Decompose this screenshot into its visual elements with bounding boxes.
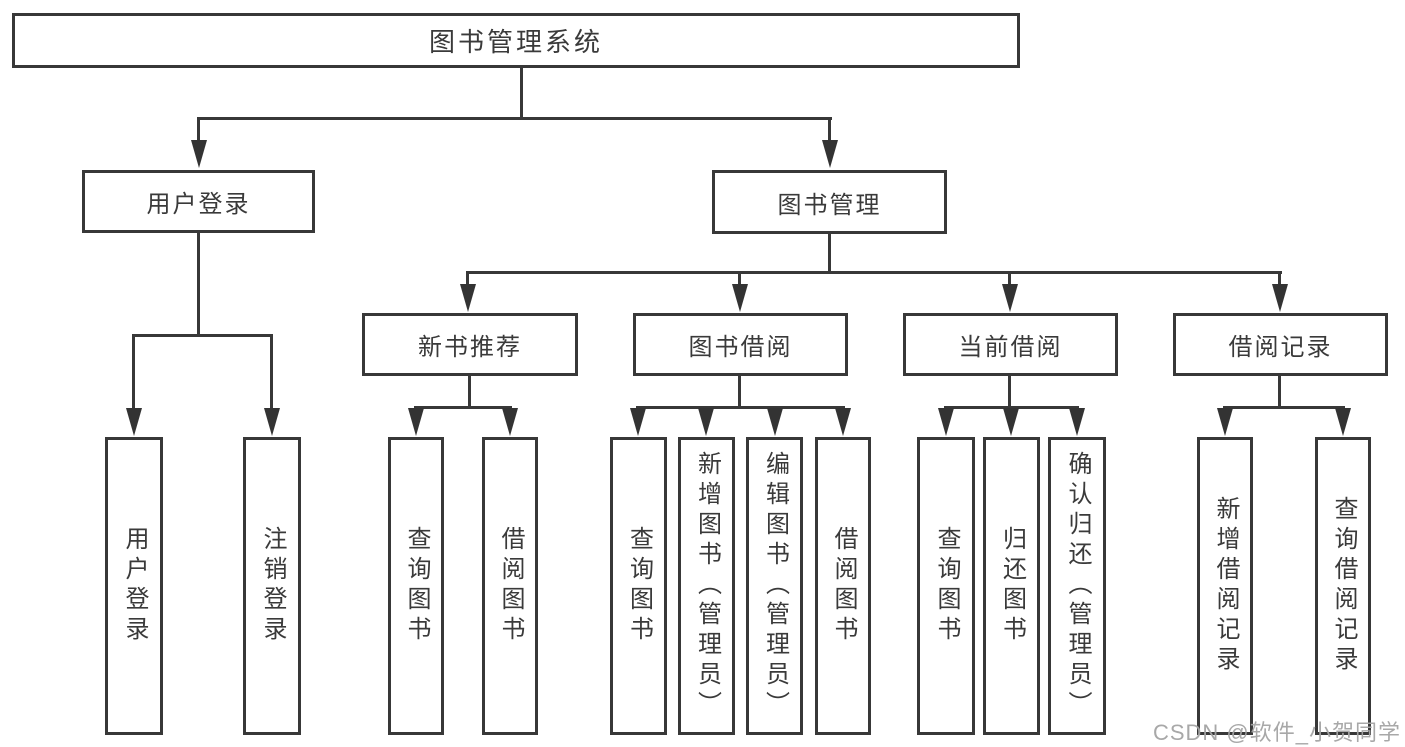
- leaf-query-books-recommend: 查询图书: [388, 437, 444, 735]
- connector-hline: [944, 406, 1079, 409]
- node-root-library-system: 图书管理系统: [12, 13, 1020, 68]
- arrow-down-icon: [408, 408, 424, 436]
- connector-vline: [1008, 271, 1011, 286]
- connector-hline: [1223, 406, 1345, 409]
- leaf-return-book: 归还图书: [983, 437, 1040, 735]
- leaf-label: 借阅图书: [830, 526, 857, 646]
- node-label: 新书推荐: [418, 334, 522, 361]
- arrow-down-icon: [1217, 408, 1233, 436]
- connector-hline: [414, 406, 512, 409]
- leaf-label: 新增图书（管理员）: [693, 451, 721, 721]
- connector-vline: [270, 334, 273, 410]
- node-book-borrow: 图书借阅: [633, 313, 848, 376]
- connector-hline: [466, 271, 1282, 274]
- connector-vline: [1008, 376, 1011, 408]
- leaf-confirm-return-admin: 确认归还（管理员）: [1048, 437, 1106, 735]
- arrow-down-icon: [264, 408, 280, 436]
- arrow-down-icon: [822, 140, 838, 168]
- node-user-login: 用户登录: [82, 170, 315, 233]
- arrow-down-icon: [1002, 284, 1018, 312]
- arrow-down-icon: [767, 408, 783, 436]
- leaf-label: 借阅图书: [497, 526, 524, 646]
- arrow-down-icon: [835, 408, 851, 436]
- node-label: 用户登录: [146, 191, 251, 218]
- node-label: 图书管理系统: [428, 27, 603, 57]
- arrow-down-icon: [698, 408, 714, 436]
- connector-vline: [738, 376, 741, 408]
- arrow-down-icon: [502, 408, 518, 436]
- node-new-book-recommend: 新书推荐: [362, 313, 578, 376]
- leaf-query-books-borrow: 查询图书: [610, 437, 667, 735]
- connector-vline: [197, 233, 200, 337]
- connector-vline: [468, 376, 471, 408]
- leaf-borrow-books-recommend: 借阅图书: [482, 437, 538, 735]
- node-label: 图书借阅: [688, 334, 793, 361]
- leaf-logout: 注销登录: [243, 437, 301, 735]
- leaf-label: 查询图书: [403, 526, 430, 646]
- leaf-label: 注销登录: [259, 526, 286, 646]
- connector-vline: [466, 271, 469, 286]
- arrow-down-icon: [630, 408, 646, 436]
- leaf-label: 新增借阅记录: [1212, 496, 1239, 676]
- leaf-user-login: 用户登录: [105, 437, 163, 735]
- arrow-down-icon: [938, 408, 954, 436]
- leaf-borrow-books: 借阅图书: [815, 437, 871, 735]
- leaf-label: 查询图书: [933, 526, 960, 646]
- connector-hline: [198, 117, 832, 120]
- arrow-down-icon: [1069, 408, 1085, 436]
- connector-vline: [828, 117, 831, 142]
- leaf-query-books-current: 查询图书: [917, 437, 975, 735]
- leaf-label: 归还图书: [998, 526, 1026, 646]
- node-label: 借阅记录: [1228, 334, 1333, 361]
- arrow-down-icon: [126, 408, 142, 436]
- node-current-borrow: 当前借阅: [903, 313, 1118, 376]
- connector-vline: [520, 67, 523, 120]
- leaf-label: 确认归还（管理员）: [1064, 451, 1091, 721]
- leaf-label: 编辑图书（管理员）: [761, 451, 789, 721]
- arrow-down-icon: [1272, 284, 1288, 312]
- connector-hline: [132, 334, 273, 337]
- arrow-down-icon: [1335, 408, 1351, 436]
- connector-vline: [132, 334, 135, 410]
- leaf-label: 查询图书: [625, 526, 653, 646]
- connector-vline: [197, 117, 200, 142]
- leaf-edit-book-admin: 编辑图书（管理员）: [746, 437, 803, 735]
- arrow-down-icon: [732, 284, 748, 312]
- arrow-down-icon: [1003, 408, 1019, 436]
- connector-vline: [738, 271, 741, 286]
- connector-vline: [828, 234, 831, 273]
- connector-vline: [1278, 271, 1281, 286]
- arrow-down-icon: [191, 140, 207, 168]
- watermark: CSDN @软件_小贺同学: [1152, 720, 1401, 745]
- node-book-management: 图书管理: [712, 170, 947, 234]
- leaf-query-borrow-record: 查询借阅记录: [1315, 437, 1371, 735]
- node-borrow-records: 借阅记录: [1173, 313, 1388, 376]
- connector-vline: [1278, 376, 1281, 408]
- leaf-add-book-admin: 新增图书（管理员）: [678, 437, 735, 735]
- arrow-down-icon: [460, 284, 476, 312]
- leaf-add-borrow-record: 新增借阅记录: [1197, 437, 1253, 735]
- node-label: 图书管理: [777, 191, 882, 219]
- leaf-label: 用户登录: [121, 526, 148, 646]
- leaf-label: 查询借阅记录: [1330, 496, 1357, 676]
- connector-hline: [636, 406, 845, 409]
- node-label: 当前借阅: [958, 334, 1063, 361]
